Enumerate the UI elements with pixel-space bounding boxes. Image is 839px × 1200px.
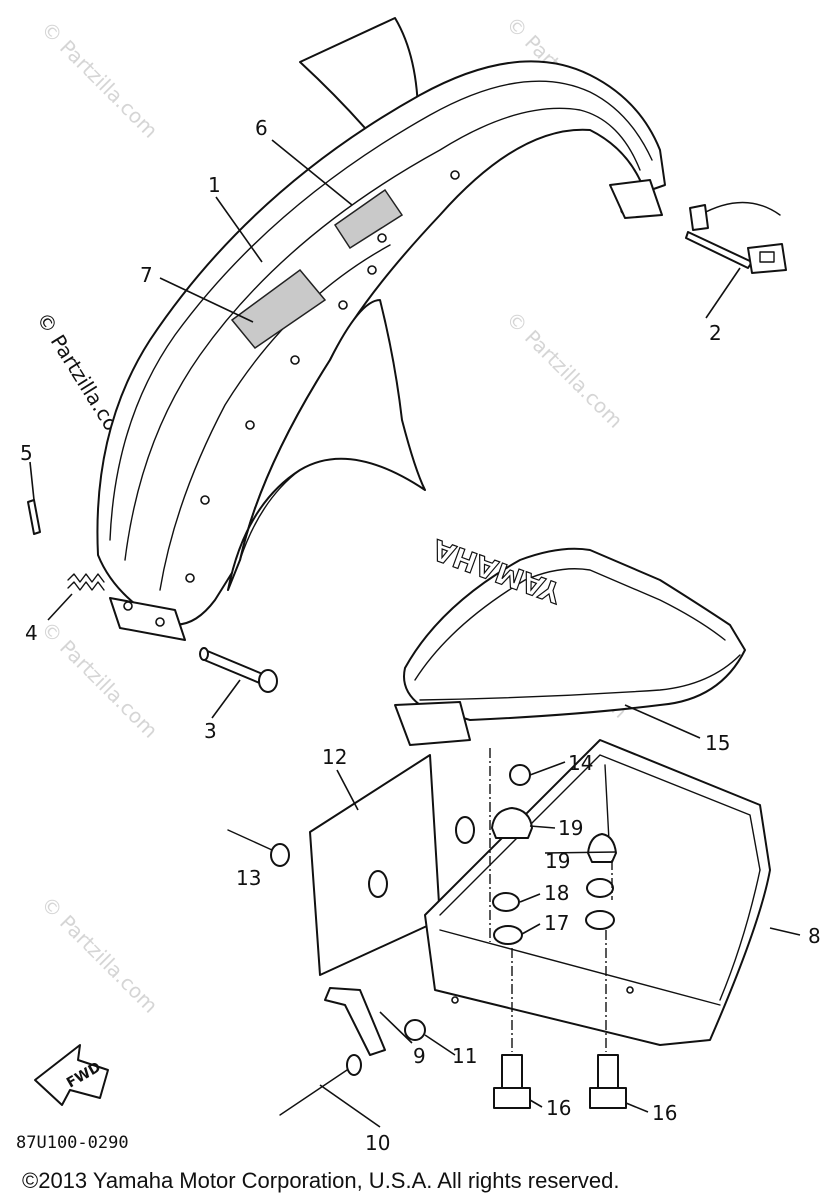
screw-10: [279, 1054, 362, 1116]
callout-7: 7: [140, 263, 153, 287]
callout-16a: 16: [546, 1096, 571, 1120]
battery-box-lid: YAMAHA: [394, 532, 746, 746]
callouts: 1 2 3 4 5 6 7 8 9 10 11 12 13 14 15 16 1…: [20, 116, 821, 1155]
washer-14: [509, 764, 531, 786]
bolt-16b: [589, 1054, 627, 1109]
cotter-pin: [27, 499, 41, 535]
latch-pin: [685, 201, 787, 274]
watermark-text: © Partzilla.com: [36, 892, 162, 1018]
callout-13: 13: [236, 866, 261, 890]
spring: [67, 573, 105, 591]
washer-18a: [492, 892, 520, 912]
label-plate-7: [230, 268, 327, 350]
bolt-13: [227, 829, 290, 867]
callout-18: 18: [544, 881, 569, 905]
fwd-arrow: FWD: [34, 1044, 109, 1106]
washer-11: [404, 1019, 426, 1041]
assembly-lines: [489, 748, 613, 1052]
callout-11: 11: [452, 1044, 477, 1068]
callout-4: 4: [25, 621, 38, 645]
callout-1: 1: [208, 173, 221, 197]
callout-8: 8: [808, 924, 821, 948]
callout-19a: 19: [558, 816, 583, 840]
washer-17a: [493, 925, 523, 945]
callout-16b: 16: [652, 1101, 677, 1125]
cap-nut-19a: [491, 807, 533, 839]
watermark-text: © Partzilla.com: [501, 307, 627, 433]
label-plate-6: [333, 188, 404, 250]
cap-nut-19b: [587, 833, 617, 863]
watermark-text: © Partzilla.com: [36, 617, 162, 743]
callout-14: 14: [568, 751, 593, 775]
grommet-12b: [368, 870, 388, 898]
callout-19b: 19: [545, 849, 570, 873]
watermark-text: © Partzilla.com: [36, 17, 162, 143]
bracket-9: [324, 987, 386, 1056]
mounting-plate: [309, 754, 441, 976]
callout-15: 15: [705, 731, 730, 755]
callout-12: 12: [322, 745, 347, 769]
leader-lines: [29, 139, 801, 1128]
copyright-text: ©2013 Yamaha Motor Corporation, U.S.A. A…: [22, 1168, 619, 1193]
callout-6: 6: [255, 116, 268, 140]
washer-17b: [585, 910, 615, 930]
callout-3: 3: [204, 719, 217, 743]
callout-17: 17: [544, 911, 569, 935]
fender-cover: [96, 17, 666, 641]
diagram-code: 87U100-0290: [16, 1133, 129, 1153]
washer-18b: [586, 878, 614, 898]
callout-9: 9: [413, 1044, 426, 1068]
grommet-12a: [455, 816, 475, 844]
callout-2: 2: [709, 321, 722, 345]
callout-10: 10: [365, 1131, 390, 1155]
hinge-pin: [199, 647, 278, 693]
bolt-16a: [493, 1054, 531, 1109]
callout-5: 5: [20, 441, 33, 465]
